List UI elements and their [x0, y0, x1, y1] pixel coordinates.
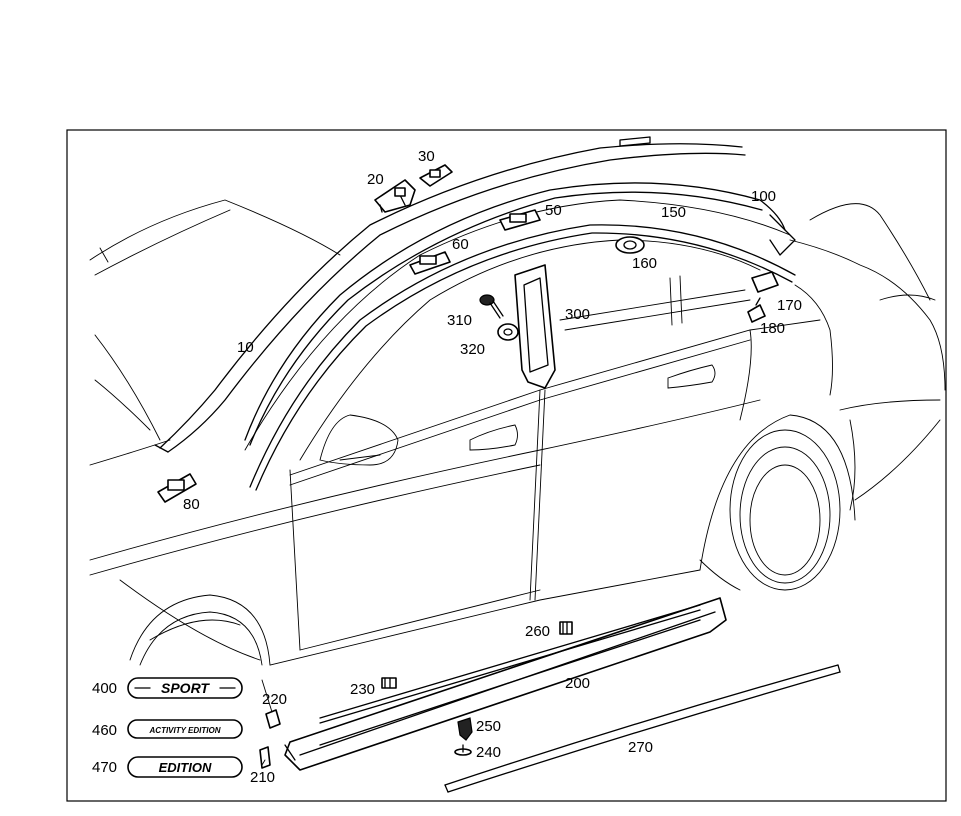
callout-310: 310	[447, 312, 472, 329]
callout-160: 160	[632, 255, 657, 272]
callout-250: 250	[476, 718, 501, 735]
callout-460: 460	[92, 722, 117, 739]
part-80-clip	[157, 473, 197, 503]
callout-100: 100	[751, 188, 776, 205]
callout-170: 170	[777, 297, 802, 314]
callout-260: 260	[525, 623, 550, 640]
part-50-clip	[499, 209, 541, 231]
callout-60: 60	[452, 236, 469, 253]
callout-20: 20	[367, 171, 384, 188]
part-210-clip	[259, 746, 271, 769]
callout-230: 230	[350, 681, 375, 698]
callout-150: 150	[661, 204, 686, 221]
callout-240: 240	[476, 744, 501, 761]
callout-220: 220	[262, 691, 287, 708]
diagram-frame	[66, 129, 947, 802]
part-250-clip	[457, 717, 473, 741]
badge-activity-text: ACTIVITY EDITION	[149, 726, 221, 735]
part-220-cap	[265, 709, 281, 729]
callout-320: 320	[460, 341, 485, 358]
callout-10: 10	[237, 339, 254, 356]
callout-270: 270	[628, 739, 653, 756]
badge-sport-text: SPORT	[161, 680, 210, 696]
callout-50: 50	[545, 202, 562, 219]
part-300-pillar-trim	[514, 264, 556, 389]
callout-210: 210	[250, 769, 275, 786]
part-200-sill-trim	[284, 597, 727, 771]
part-100-outer-strip	[244, 182, 796, 446]
part-260-clip	[559, 621, 573, 635]
part-150-inner-strip	[249, 224, 796, 491]
part-270-lower-strip	[444, 664, 841, 793]
callout-labels: 10 20 30 50 60 80 100 150 160 170 180 20…	[92, 148, 802, 786]
part-240-washer	[454, 744, 472, 756]
callout-180: 180	[760, 320, 785, 337]
badge-400-sport: SPORT	[127, 677, 243, 699]
part-180-clip	[747, 297, 766, 323]
part-60-clip	[409, 251, 451, 275]
callout-470: 470	[92, 759, 117, 776]
part-170-cap	[751, 271, 779, 293]
callout-400: 400	[92, 680, 117, 697]
badge-460-activity: ACTIVITY EDITION	[127, 719, 243, 739]
part-230-clip	[381, 677, 397, 689]
callout-300: 300	[565, 306, 590, 323]
part-160-grommet	[615, 236, 645, 254]
callout-200: 200	[565, 675, 590, 692]
part-20-clip	[374, 179, 416, 213]
leader-lines	[261, 679, 273, 766]
callout-80: 80	[183, 496, 200, 513]
part-10-roof-trim	[154, 136, 746, 453]
part-320-washer	[497, 323, 519, 341]
part-30-clip	[419, 164, 453, 187]
badge-470-edition: EDITION	[127, 756, 243, 778]
part-310-screw	[479, 294, 504, 319]
callout-30: 30	[418, 148, 435, 165]
badge-edition-text: EDITION	[159, 760, 212, 775]
car-body-outline	[89, 199, 946, 666]
